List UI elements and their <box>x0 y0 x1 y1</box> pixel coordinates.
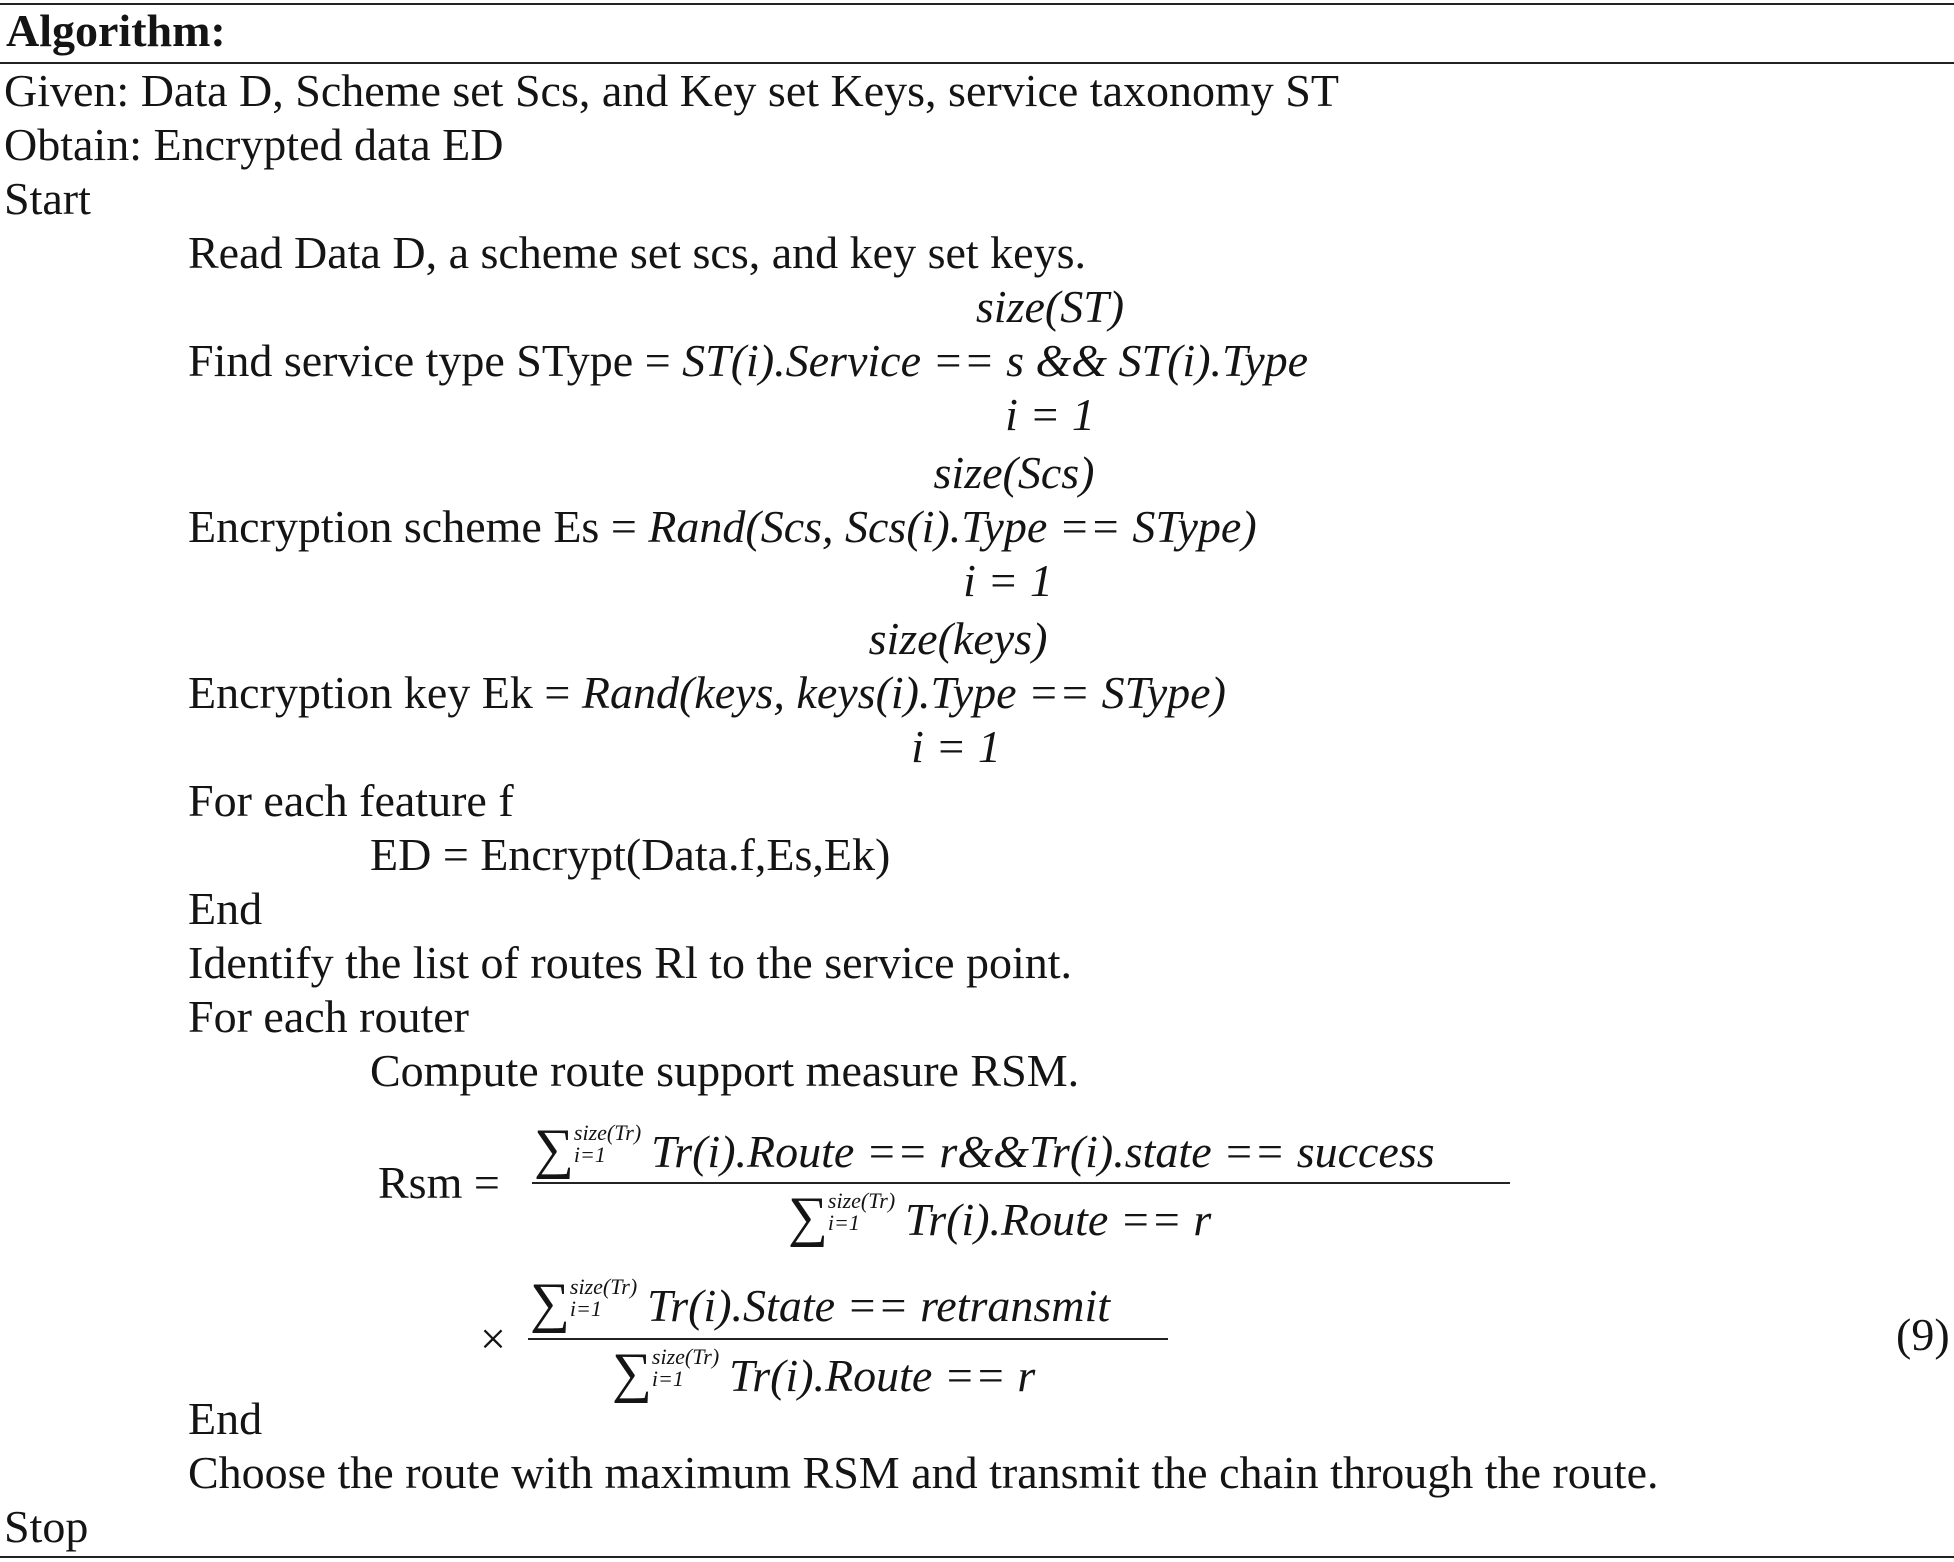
denominator-2-expression: Tr(i).Route == r <box>729 1350 1036 1401</box>
choose-line: Choose the route with maximum RSM and tr… <box>188 1447 1659 1498</box>
sum-lower-limit: i=1 <box>827 1210 860 1235</box>
sum-limits: size(Tr)i=1 <box>570 1276 637 1320</box>
header-rule <box>0 62 1954 64</box>
ek-prefix: Encryption key Ek = <box>188 667 582 718</box>
times-sign: × <box>480 1313 506 1364</box>
numerator-1-expression: Tr(i).Route == r&&Tr(i).state == success <box>651 1126 1435 1177</box>
bottom-rule <box>0 1556 1954 1558</box>
sum-symbol: ∑ <box>530 1272 570 1334</box>
read-line: Read Data D, a scheme set scs, and key s… <box>188 227 1086 278</box>
start-line: Start <box>4 173 91 224</box>
identify-line: Identify the list of routes Rl to the se… <box>188 937 1073 988</box>
stop-line: Stop <box>4 1501 89 1552</box>
end-line-1: End <box>188 883 263 934</box>
ed-line: ED = Encrypt(Data.f,Es,Ek) <box>370 829 891 880</box>
numerator-2-expression: Tr(i).State == retransmit <box>647 1280 1111 1331</box>
sum-upper-limit: size(Tr) <box>569 1274 638 1299</box>
sum-limits: size(Tr)i=1 <box>574 1122 641 1166</box>
sum-limits: size(Tr)i=1 <box>828 1190 895 1234</box>
ek-lower-limit: i = 1 <box>911 721 1001 772</box>
es-line: Encryption scheme Es = Rand(Scs, Scs(i).… <box>188 500 1257 554</box>
es-prefix: Encryption scheme Es = <box>188 501 649 552</box>
algorithm-heading: Algorithm: <box>6 5 226 56</box>
sum-upper-limit: size(Tr) <box>651 1344 720 1369</box>
ek-line: Encryption key Ek = Rand(keys, keys(i).T… <box>188 666 1226 720</box>
denominator-1-expression: Tr(i).Route == r <box>905 1194 1212 1245</box>
for-router-line: For each router <box>188 991 469 1042</box>
equation-number: (9) <box>1896 1309 1950 1360</box>
top-rule <box>0 3 1954 5</box>
sum-upper-limit: size(Tr) <box>827 1188 896 1213</box>
stype-line: Find service type SType = ST(i).Service … <box>188 334 1308 388</box>
obtain-line: Obtain: Encrypted data ED <box>4 119 504 170</box>
es-lower-limit: i = 1 <box>963 555 1053 606</box>
fraction-2-bar <box>528 1338 1168 1340</box>
es-expression: Rand(Scs, Scs(i).Type == SType) <box>648 501 1257 552</box>
stype-upper-limit: size(ST) <box>975 281 1125 332</box>
sum-symbol: ∑ <box>612 1342 652 1404</box>
stype-expression: ST(i).Service == s && ST(i).Type <box>682 335 1309 386</box>
ek-expression: Rand(keys, keys(i).Type == SType) <box>581 667 1226 718</box>
sum-lower-limit: i=1 <box>569 1296 602 1321</box>
fraction-1-bar <box>532 1182 1510 1184</box>
for-feature-line: For each feature f <box>188 775 514 826</box>
sum-symbol: ∑ <box>788 1186 828 1248</box>
sum-limits: size(Tr)i=1 <box>652 1346 719 1390</box>
sum-lower-limit: i=1 <box>651 1366 684 1391</box>
ek-upper-limit: size(keys) <box>868 613 1048 664</box>
compute-line: Compute route support measure RSM. <box>370 1045 1080 1096</box>
rsm-lhs: Rsm = <box>378 1157 500 1208</box>
stype-lower-limit: i = 1 <box>1005 389 1095 440</box>
sum-upper-limit: size(Tr) <box>573 1120 642 1145</box>
given-line: Given: Data D, Scheme set Scs, and Key s… <box>4 65 1339 116</box>
sum-symbol: ∑ <box>534 1118 574 1180</box>
es-upper-limit: size(Scs) <box>933 447 1095 498</box>
stype-prefix: Find service type SType = <box>188 335 683 386</box>
sum-lower-limit: i=1 <box>573 1142 606 1167</box>
end-line-2: End <box>188 1393 263 1444</box>
